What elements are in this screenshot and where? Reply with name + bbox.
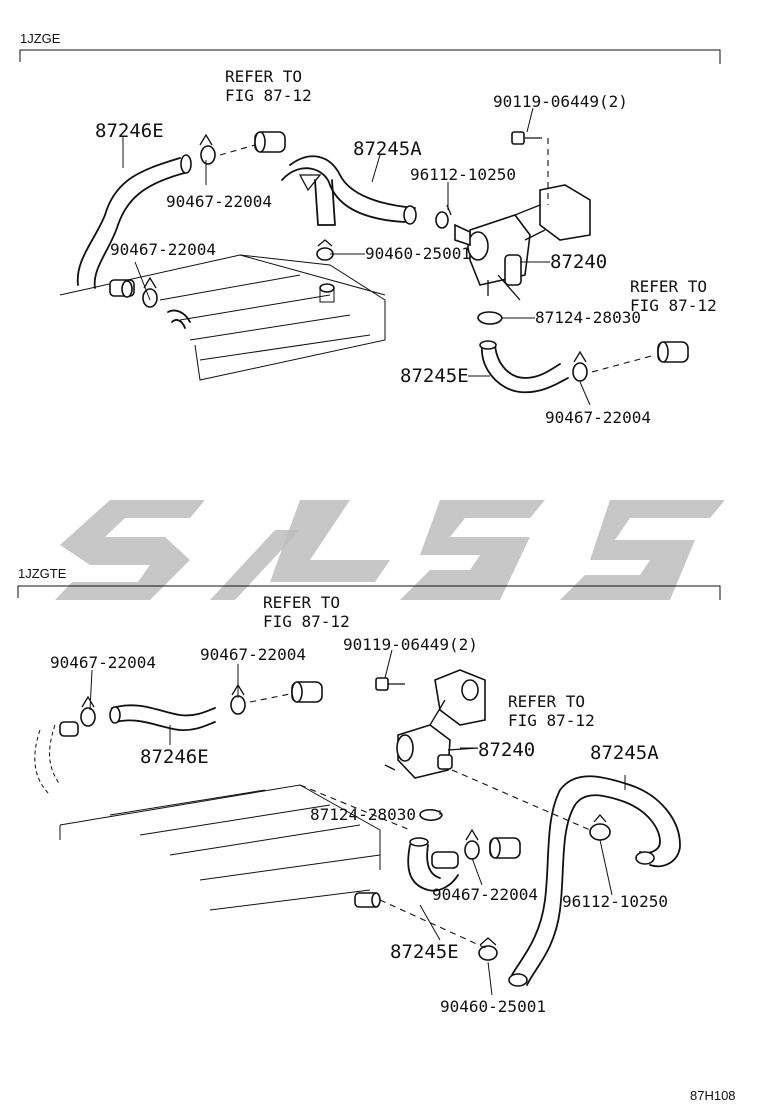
- clamp-icon: [80, 695, 96, 727]
- refer-label: REFER TO: [508, 692, 585, 711]
- part-number-label: 87245A: [353, 138, 422, 160]
- valve-87240-top: [454, 184, 591, 301]
- clamp-icon: [199, 133, 216, 165]
- section-bracket-top: [19, 49, 721, 64]
- engine-block-top: [59, 254, 386, 381]
- part-number-label: 90119-06449(2): [493, 92, 628, 111]
- figure-code: 87H108: [690, 1088, 736, 1103]
- clamp-icon: [478, 937, 498, 961]
- clamp-icon: [142, 276, 158, 308]
- hose-87246e-bottom: [111, 704, 216, 717]
- engine-block-ribs-top: [159, 274, 371, 361]
- part-number-label: 87124-28030: [310, 805, 416, 824]
- section-title-bottom: 1JZGTE: [18, 566, 67, 581]
- bolt-icon: [375, 677, 405, 691]
- part-number-label: 87246E: [140, 746, 209, 768]
- part-number-label: 90460-25001: [365, 244, 471, 263]
- refer-label: REFER TO: [263, 593, 340, 612]
- refer-label: FIG 87-12: [508, 711, 595, 730]
- clamp-icon: [419, 808, 443, 822]
- refer-label: FIG 87-12: [630, 296, 717, 315]
- part-number-label: 90467-22004: [432, 885, 538, 904]
- watermark-logo: [55, 500, 725, 600]
- refer-label: REFER TO: [225, 67, 302, 86]
- part-number-label: 87245E: [390, 941, 459, 963]
- hose-87245e-top: [481, 344, 569, 394]
- part-number-label: 87246E: [95, 120, 164, 142]
- refer-label: REFER TO: [630, 277, 707, 296]
- part-number-label: 87240: [478, 739, 535, 761]
- part-number-label: 90467-22004: [110, 240, 216, 259]
- part-number-label: 96112-10250: [562, 892, 668, 911]
- bolt-icon: [511, 131, 542, 145]
- part-number-label: 90467-22004: [166, 192, 272, 211]
- clamp-icon: [316, 239, 334, 261]
- hose-87245a-top: [289, 155, 416, 209]
- hose-87245a-bottom: [511, 775, 681, 976]
- part-number-label: 90119-06449(2): [343, 635, 478, 654]
- refer-label: FIG 87-12: [263, 612, 350, 631]
- clip-icon: [435, 204, 452, 229]
- part-number-label: 90460-25001: [440, 997, 546, 1016]
- section-bracket-bottom: [17, 585, 721, 600]
- refer-label: FIG 87-12: [225, 86, 312, 105]
- engine-block-bottom: [59, 784, 381, 870]
- clamp-icon: [572, 350, 588, 382]
- part-number-label: 90467-22004: [50, 653, 156, 672]
- part-number-label: 90467-22004: [545, 408, 651, 427]
- part-number-label: 96112-10250: [410, 165, 516, 184]
- bottom-drawing: [34, 649, 681, 996]
- hose-87245e-bottom: [407, 844, 459, 892]
- hose-87246e-top: [76, 157, 181, 286]
- section-title-top: 1JZGE: [20, 31, 61, 46]
- part-number-label: 87240: [550, 251, 607, 273]
- clamp-icon: [464, 828, 480, 860]
- top-labels: REFER TO FIG 87-12 87246E 87245A 90119-0…: [95, 67, 717, 427]
- part-number-label: 87124-28030: [535, 308, 641, 327]
- part-number-label: 87245A: [590, 742, 659, 764]
- part-number-label: 90467-22004: [200, 645, 306, 664]
- clamp-icon: [477, 311, 503, 325]
- top-drawing: [59, 107, 689, 406]
- valve-87240-bottom: [384, 669, 486, 779]
- part-number-label: 87245E: [400, 365, 469, 387]
- bottom-labels: REFER TO FIG 87-12 90119-06449(2) 90467-…: [50, 593, 668, 1016]
- clip-icon: [589, 814, 611, 841]
